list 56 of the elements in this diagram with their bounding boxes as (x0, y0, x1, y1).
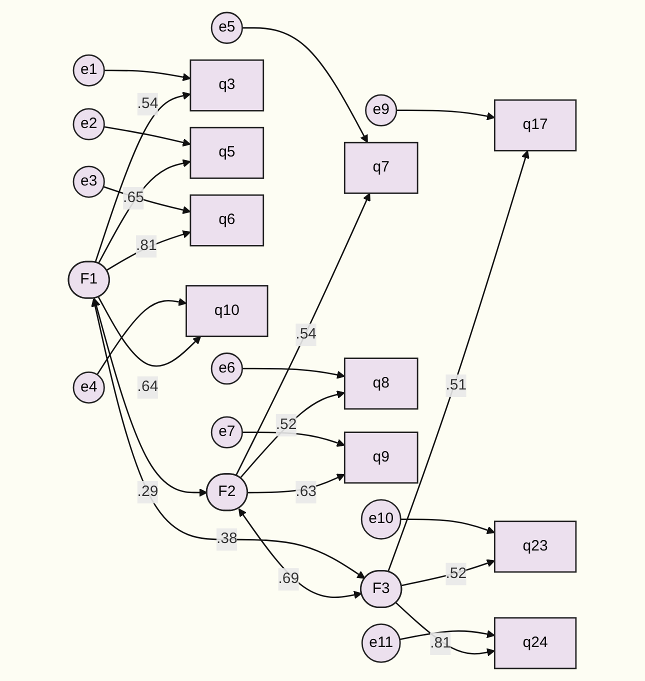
arrow (236, 192, 371, 476)
edge-label: .52 (276, 416, 297, 433)
edge-label: .51 (446, 377, 467, 394)
node-circle: e2 (73, 108, 106, 140)
edge-label: .64 (138, 379, 158, 396)
arrow (91, 298, 366, 579)
arrow (402, 559, 496, 586)
arrow (96, 298, 187, 376)
arrow (388, 150, 530, 572)
edge-label: .63 (296, 484, 317, 500)
edge-label: .38 (216, 531, 238, 547)
arrow (94, 92, 192, 263)
node-box: q10 (186, 285, 269, 338)
edge-label: .65 (123, 190, 144, 206)
node-box: q9 (344, 432, 419, 484)
node-box: q3 (190, 59, 264, 112)
arrow (92, 298, 208, 497)
node-circle: e3 (73, 166, 106, 198)
edge-label: .29 (138, 484, 158, 500)
node-circle: e11 (362, 623, 402, 663)
node-box: q7 (344, 142, 419, 194)
node-box: q24 (494, 617, 577, 670)
edge-label: .81 (430, 635, 452, 652)
arrow (400, 630, 496, 640)
node-circle: e4 (73, 372, 106, 404)
arrow (242, 368, 346, 379)
node-circle: e5 (211, 12, 244, 44)
arrow (242, 27, 368, 143)
node-box: q6 (190, 194, 264, 246)
arrow (248, 474, 346, 494)
edge-label: .69 (278, 570, 300, 587)
edge-label: .52 (446, 566, 467, 582)
node-box: q17 (494, 99, 577, 152)
edge-label: .81 (136, 238, 158, 254)
arrow (240, 390, 346, 478)
arrow (98, 296, 202, 367)
node-box: q23 (494, 520, 577, 573)
node-box: q8 (344, 358, 419, 410)
edge-label: .54 (296, 326, 317, 342)
node-circle: e9 (365, 94, 398, 126)
node-box: q5 (190, 126, 264, 179)
arrow (396, 110, 496, 120)
node-circle: e6 (211, 352, 244, 385)
arrow (396, 602, 496, 656)
node-circle: e10 (361, 499, 402, 540)
node-circle: e1 (73, 54, 106, 87)
edge-label: .54 (138, 96, 158, 112)
arrow (103, 186, 192, 214)
node-circle: e7 (211, 416, 244, 448)
arrow (98, 159, 192, 264)
arrow (400, 518, 496, 534)
arrow (104, 126, 192, 147)
arrow (106, 230, 192, 271)
arrow (242, 432, 346, 447)
arrow (104, 70, 192, 82)
arrow (238, 508, 362, 599)
